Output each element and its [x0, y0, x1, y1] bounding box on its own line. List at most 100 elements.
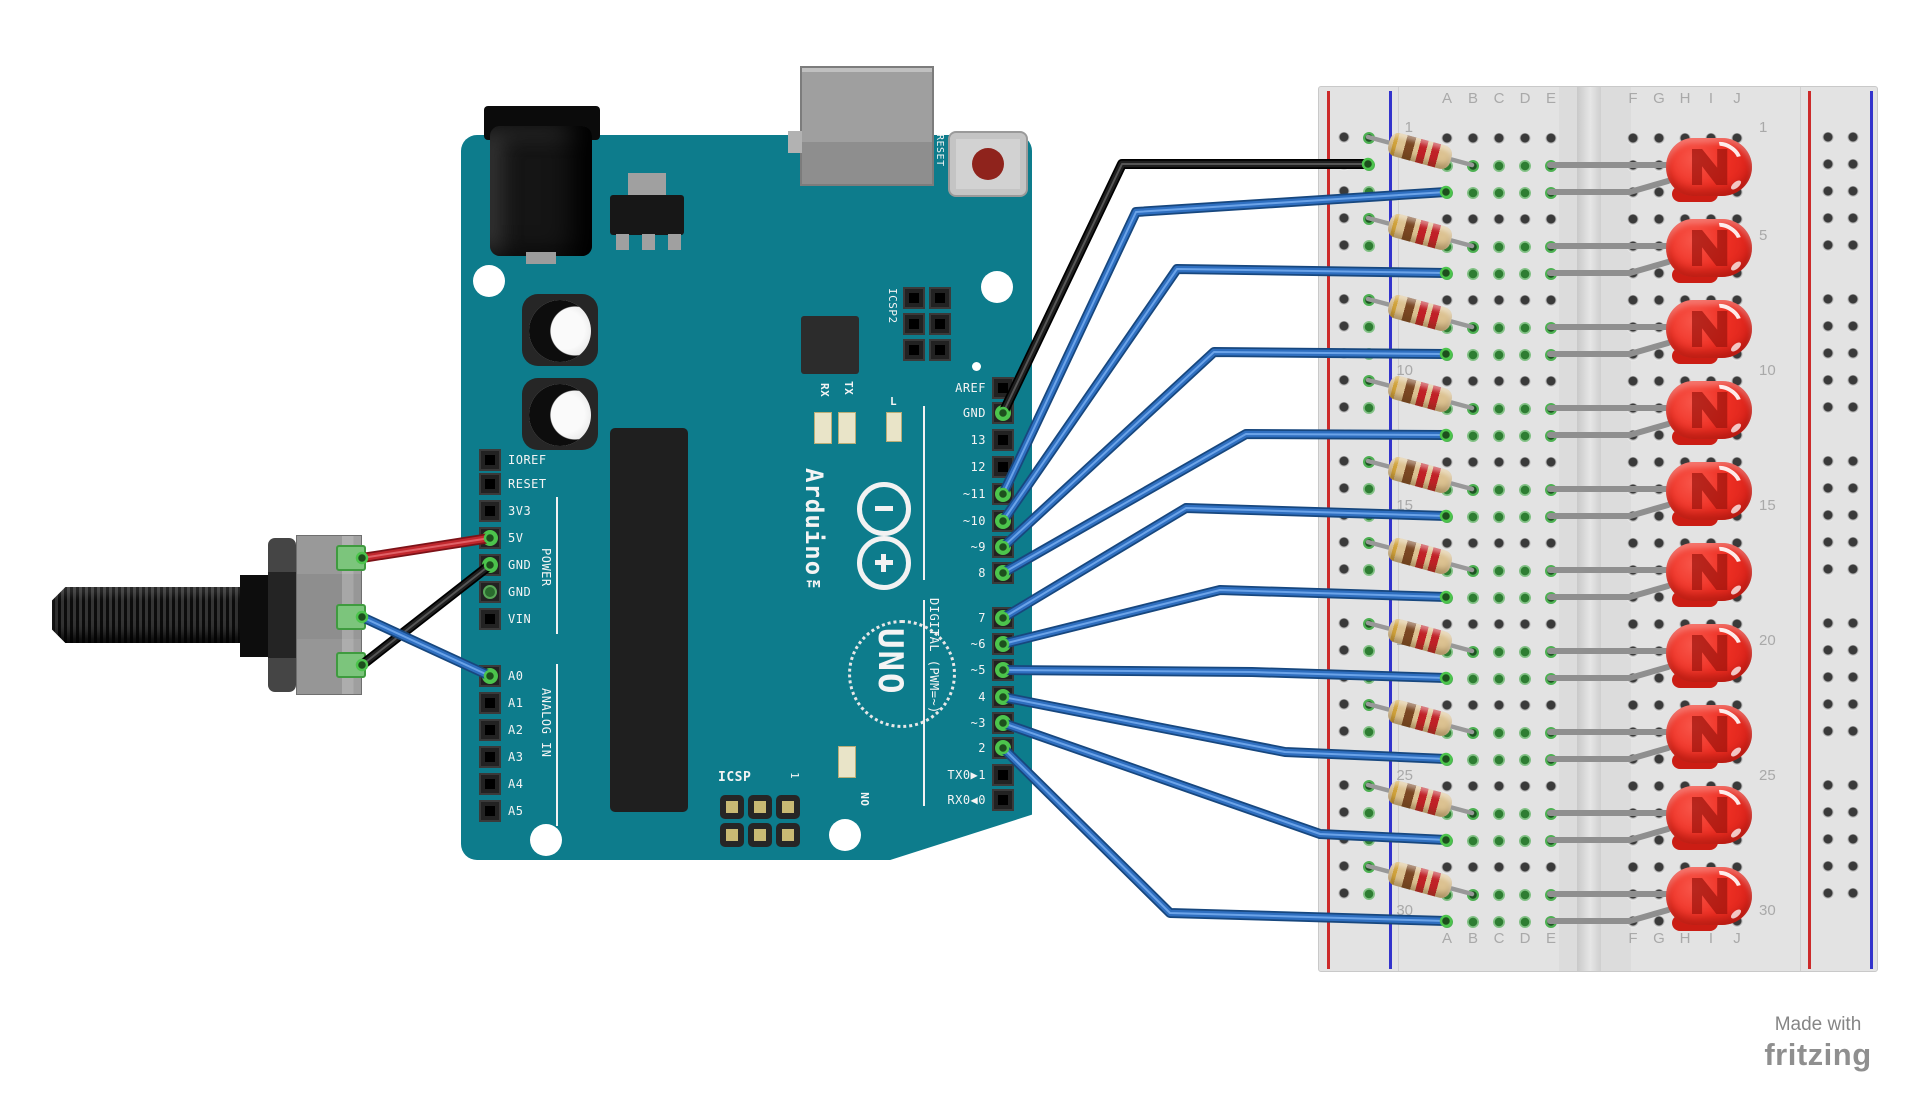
wire-pot-a0[interactable]	[361, 616, 491, 677]
breadboard-hole[interactable]	[1653, 133, 1665, 145]
rail-hole[interactable]	[1847, 861, 1859, 873]
breadboard-hole[interactable]	[1467, 619, 1479, 631]
breadboard-hole[interactable]	[1653, 214, 1665, 226]
breadboard-hole[interactable]	[1493, 592, 1505, 604]
arduino-pin-tx01[interactable]	[992, 764, 1014, 786]
rail-hole[interactable]	[1822, 510, 1834, 522]
negative-rail-hole[interactable]	[1363, 321, 1375, 333]
breadboard-hole[interactable]	[1467, 754, 1479, 766]
rail-hole[interactable]	[1847, 834, 1859, 846]
rail-hole[interactable]	[1822, 699, 1834, 711]
icsp2-pin[interactable]	[903, 339, 925, 361]
breadboard-hole[interactable]	[1493, 322, 1505, 334]
breadboard-hole[interactable]	[1519, 889, 1531, 901]
rail-hole[interactable]	[1847, 780, 1859, 792]
arduino-pin-ioref[interactable]	[479, 449, 501, 471]
rail-hole[interactable]	[1338, 321, 1350, 333]
wire-gnd-bus[interactable]	[1002, 163, 1369, 414]
led-1[interactable]	[1666, 136, 1752, 196]
breadboard-hole[interactable]	[1467, 268, 1479, 280]
rail-hole[interactable]	[1822, 240, 1834, 252]
rail-hole[interactable]	[1847, 294, 1859, 306]
connection-point[interactable]	[996, 540, 1010, 554]
icsp-pin[interactable]	[776, 823, 800, 847]
rail-hole[interactable]	[1822, 645, 1834, 657]
negative-rail-hole[interactable]	[1363, 726, 1375, 738]
breadboard-hole[interactable]	[1519, 268, 1531, 280]
breadboard-hole[interactable]	[1441, 457, 1453, 469]
breadboard-hole[interactable]	[1519, 322, 1531, 334]
reset-button-cap[interactable]	[972, 148, 1004, 180]
rail-hole[interactable]	[1338, 861, 1350, 873]
rail-hole[interactable]	[1822, 834, 1834, 846]
rail-hole[interactable]	[1822, 132, 1834, 144]
connection-point[interactable]	[1439, 428, 1453, 442]
breadboard-hole[interactable]	[1467, 673, 1479, 685]
rail-hole[interactable]	[1847, 402, 1859, 414]
breadboard-hole[interactable]	[1519, 835, 1531, 847]
breadboard-hole[interactable]	[1653, 592, 1665, 604]
breadboard-hole[interactable]	[1493, 754, 1505, 766]
rail-hole[interactable]	[1338, 645, 1350, 657]
wire-pin2-led10[interactable]	[1002, 747, 1447, 922]
breadboard-hole[interactable]	[1545, 214, 1557, 226]
breadboard-hole[interactable]	[1519, 403, 1531, 415]
breadboard-hole[interactable]	[1467, 781, 1479, 793]
icsp2-pin[interactable]	[929, 313, 951, 335]
breadboard-hole[interactable]	[1493, 187, 1505, 199]
rail-hole[interactable]	[1822, 213, 1834, 225]
wire-pin11-led1[interactable]	[1002, 191, 1447, 495]
breadboard-hole[interactable]	[1519, 484, 1531, 496]
breadboard-hole[interactable]	[1627, 295, 1639, 307]
breadboard-hole[interactable]	[1519, 241, 1531, 253]
breadboard-hole[interactable]	[1467, 349, 1479, 361]
icsp2-pin[interactable]	[903, 287, 925, 309]
icsp-pin[interactable]	[748, 795, 772, 819]
rail-hole[interactable]	[1822, 672, 1834, 684]
negative-rail-hole[interactable]	[1363, 564, 1375, 576]
icsp2-pin[interactable]	[903, 313, 925, 335]
breadboard-hole[interactable]	[1441, 781, 1453, 793]
led-4[interactable]	[1666, 379, 1752, 439]
breadboard-hole[interactable]	[1519, 214, 1531, 226]
rail-hole[interactable]	[1847, 348, 1859, 360]
connection-point[interactable]	[996, 663, 1010, 677]
connection-point[interactable]	[355, 551, 369, 565]
breadboard-hole[interactable]	[1545, 781, 1557, 793]
rail-hole[interactable]	[1338, 780, 1350, 792]
breadboard-hole[interactable]	[1653, 673, 1665, 685]
breadboard-hole[interactable]	[1493, 430, 1505, 442]
wire-pin7-led5[interactable]	[999, 504, 1450, 622]
rail-hole[interactable]	[1338, 564, 1350, 576]
breadboard-hole[interactable]	[1519, 781, 1531, 793]
breadboard-hole[interactable]	[1441, 700, 1453, 712]
rail-hole[interactable]	[1338, 240, 1350, 252]
breadboard-hole[interactable]	[1653, 511, 1665, 523]
breadboard-hole[interactable]	[1467, 916, 1479, 928]
breadboard-hole[interactable]	[1545, 295, 1557, 307]
breadboard-hole[interactable]	[1519, 727, 1531, 739]
led-3[interactable]	[1666, 298, 1752, 358]
breadboard-hole[interactable]	[1653, 457, 1665, 469]
icsp-pin[interactable]	[776, 795, 800, 819]
breadboard-hole[interactable]	[1653, 538, 1665, 550]
rail-hole[interactable]	[1822, 186, 1834, 198]
rail-hole[interactable]	[1338, 132, 1350, 144]
rail-hole[interactable]	[1847, 672, 1859, 684]
led-6[interactable]	[1666, 541, 1752, 601]
breadboard-hole[interactable]	[1545, 376, 1557, 388]
breadboard-hole[interactable]	[1519, 673, 1531, 685]
breadboard-hole[interactable]	[1519, 538, 1531, 550]
connection-point[interactable]	[355, 658, 369, 672]
breadboard-hole[interactable]	[1493, 835, 1505, 847]
breadboard-hole[interactable]	[1493, 619, 1505, 631]
negative-rail-hole[interactable]	[1363, 483, 1375, 495]
breadboard-hole[interactable]	[1519, 646, 1531, 658]
connection-point[interactable]	[1439, 185, 1453, 199]
breadboard-hole[interactable]	[1519, 700, 1531, 712]
rail-hole[interactable]	[1822, 780, 1834, 792]
breadboard-hole[interactable]	[1519, 133, 1531, 145]
breadboard-hole[interactable]	[1519, 754, 1531, 766]
breadboard-hole[interactable]	[1653, 754, 1665, 766]
breadboard-hole[interactable]	[1441, 214, 1453, 226]
